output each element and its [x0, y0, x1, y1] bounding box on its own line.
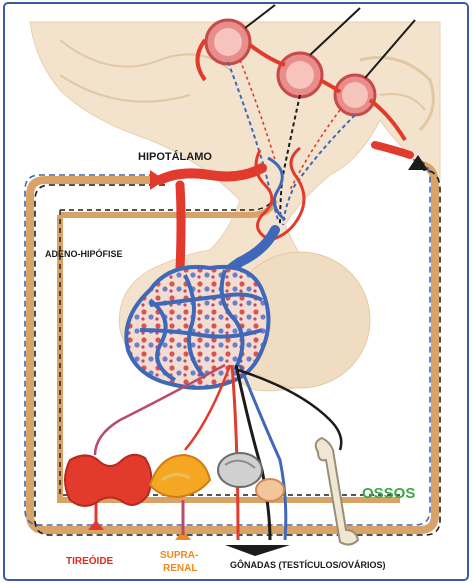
artery-branch-down	[180, 185, 181, 270]
label-tireoide: TIREÓIDE	[66, 554, 114, 567]
label-gonadas: GÔNADAS (TESTÍCULOS/OVÁRIOS)	[230, 559, 386, 570]
label-adeno-hipofise: ADENO-HIPÓFISE	[45, 248, 123, 259]
label-ossos: OSSOS	[362, 485, 415, 502]
label-supra-renal-1: SUPRA-	[160, 550, 198, 561]
label-supra-renal-2: RENAL	[163, 563, 197, 574]
label-hipotalamo: HIPOTÁLAMO	[138, 150, 212, 163]
